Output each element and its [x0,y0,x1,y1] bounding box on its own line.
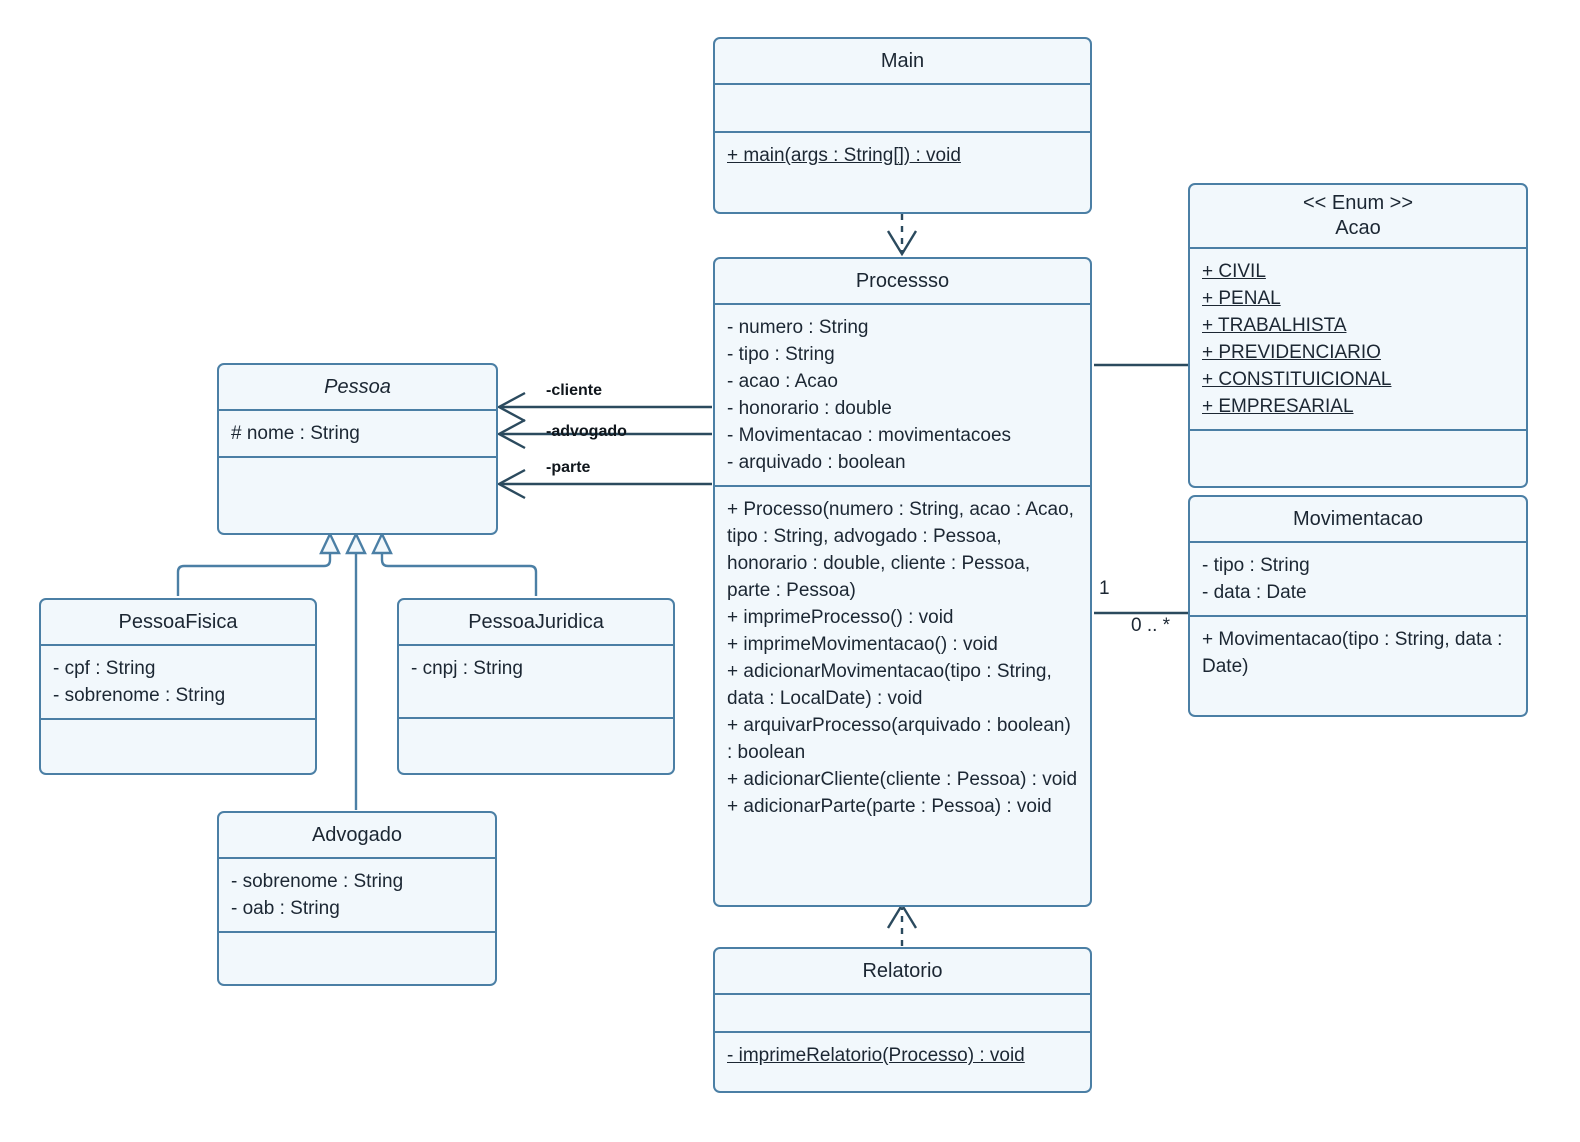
attributes-compartment-pessoa: # nome : String [219,411,496,458]
attribute-honorario: - honorario : double [727,398,892,419]
class-box-pessoajuridica[interactable]: PessoaJuridica - cnpj : String [397,598,675,775]
methods-compartment-advogado [219,933,495,979]
methods-compartment-relatorio: - imprimeRelatorio(Processo) : void [715,1033,1090,1078]
dependency-relatorio-to-processso [886,902,918,946]
inheritance-pessoajuridica-pessoa [371,531,538,596]
enum-value-constituicional: + CONSTITUICIONAL [1202,369,1392,390]
attribute-mov-tipo: - tipo : String [1202,555,1310,576]
attributes-compartment-pessoafisica: - cpf : String - sobrenome : String [41,646,315,720]
method-adicionarcliente: + adicionarCliente(cliente : Pessoa) : v… [727,769,1078,790]
attributes-compartment-advogado: - sobrenome : String - oab : String [219,859,495,933]
class-box-movimentacao[interactable]: Movimentacao - tipo : String - data : Da… [1188,495,1528,717]
class-name-advogado: Advogado [219,813,495,859]
attributes-compartment-movimentacao: - tipo : String - data : Date [1190,543,1526,617]
enum-value-penal: + PENAL [1202,288,1281,309]
enum-value-civil: + CIVIL [1202,261,1266,282]
method-imprimerelatorio: - imprimeRelatorio(Processo) : void [727,1045,1025,1066]
stereotype-enum: << Enum >> [1302,192,1414,214]
multiplicity-movimentacao-many: 0 .. * [1131,615,1171,636]
attributes-compartment-acao: + CIVIL + PENAL + TRABALHISTA + PREVIDEN… [1190,249,1526,431]
class-name-pessoafisica: PessoaFisica [41,600,315,646]
method-arquivarprocesso: + arquivarProcesso(arquivado : boolean) … [727,715,1071,763]
attributes-compartment-main [715,85,1090,133]
attribute-pf-sobrenome: - sobrenome : String [53,685,226,706]
attributes-compartment-processso: - numero : String - tipo : String - acao… [715,305,1090,487]
edge-label-parte: -parte [546,459,591,476]
method-adicionarparte: + adicionarParte(parte : Pessoa) : void [727,796,1052,817]
class-box-main[interactable]: Main + main(args : String[]) : void [713,37,1092,214]
method-imprimeprocesso: + imprimeProcesso() : void [727,607,954,628]
attribute-numero: - numero : String [727,317,869,338]
attribute-movimentacao: - Movimentacao : movimentacoes [727,425,1012,446]
methods-compartment-acao [1190,431,1526,469]
enum-value-previdenciario: + PREVIDENCIARIO [1202,342,1381,363]
methods-compartment-processso: + Processo(numero : String, acao : Acao,… [715,487,1090,829]
attribute-oab: - oab : String [231,898,340,919]
method-processo-constructor: + Processo(numero : String, acao : Acao,… [727,499,1074,601]
association-processso-parte-pessoa [496,468,712,500]
inheritance-pessoafisica-pessoa [176,531,341,596]
inheritance-advogado-pessoa [345,531,367,810]
attributes-compartment-relatorio [715,995,1090,1033]
method-main: + main(args : String[]) : void [727,145,961,166]
attributes-compartment-pessoajuridica: - cnpj : String [399,646,673,719]
attribute-cpf: - cpf : String [53,658,156,679]
class-box-acao[interactable]: << Enum >> Acao + CIVIL + PENAL + TRABAL… [1188,183,1528,488]
class-name-acao-label: Acao [1335,217,1381,239]
methods-compartment-pessoafisica [41,720,315,768]
association-processso-cliente-pessoa [496,391,712,423]
class-name-pessoa: Pessoa [219,365,496,411]
method-adicionarmovimentacao: + adicionarMovimentacao(tipo : String, d… [727,661,1052,709]
attribute-acao: - acao : Acao [727,371,838,392]
class-name-main: Main [715,39,1090,85]
multiplicity-processso-one: 1 [1099,578,1110,599]
class-box-advogado[interactable]: Advogado - sobrenome : String - oab : St… [217,811,497,986]
methods-compartment-pessoa [219,458,496,504]
class-name-relatorio: Relatorio [715,949,1090,995]
method-movimentacao-constructor: + Movimentacao(tipo : String, data : Dat… [1202,629,1503,677]
class-name-pessoajuridica: PessoaJuridica [399,600,673,646]
class-name-movimentacao: Movimentacao [1190,497,1526,543]
class-box-pessoafisica[interactable]: PessoaFisica - cpf : String - sobrenome … [39,598,317,775]
class-name-acao: << Enum >> Acao [1190,185,1526,249]
attribute-tipo: - tipo : String [727,344,835,365]
class-box-processso[interactable]: Processso - numero : String - tipo : Str… [713,257,1092,907]
class-box-relatorio[interactable]: Relatorio - imprimeRelatorio(Processo) :… [713,947,1092,1093]
attribute-mov-data: - data : Date [1202,582,1307,603]
methods-compartment-movimentacao: + Movimentacao(tipo : String, data : Dat… [1190,617,1526,689]
methods-compartment-pessoajuridica [399,719,673,767]
attribute-adv-sobrenome: - sobrenome : String [231,871,404,892]
edge-label-advogado: -advogado [546,423,627,440]
attribute-cnpj: - cnpj : String [411,658,523,679]
edge-label-cliente: -cliente [546,382,603,399]
method-imprimemovimentacao: + imprimeMovimentacao() : void [727,634,998,655]
methods-compartment-main: + main(args : String[]) : void [715,133,1090,178]
class-name-processso: Processso [715,259,1090,305]
class-box-pessoa[interactable]: Pessoa # nome : String [217,363,498,535]
attribute-nome: # nome : String [231,423,360,444]
dependency-main-to-processso [886,214,918,257]
attribute-arquivado: - arquivado : boolean [727,452,906,473]
enum-value-trabalhista: + TRABALHISTA [1202,315,1347,336]
enum-value-empresarial: + EMPRESARIAL [1202,396,1354,417]
